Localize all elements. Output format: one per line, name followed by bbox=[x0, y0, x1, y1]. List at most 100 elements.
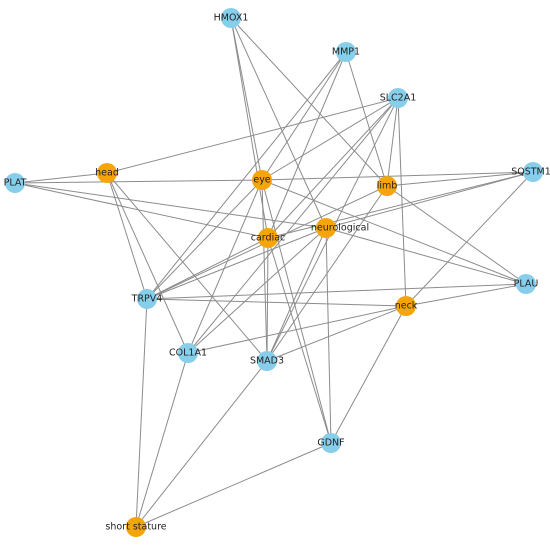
edge-smad3-head bbox=[106, 172, 268, 362]
node-label-neck: neck bbox=[395, 301, 418, 312]
edge-plat-eye bbox=[14, 179, 263, 184]
node-circle-slc2a1 bbox=[388, 88, 408, 108]
edge-trpv4-cardiac bbox=[146, 237, 269, 300]
node-cardiac: cardiac bbox=[251, 228, 286, 248]
edge-sqstm1-neck bbox=[405, 171, 534, 307]
edge-plat-head bbox=[14, 172, 108, 184]
edge-slc2a1-eye bbox=[261, 97, 399, 181]
node-label-sqstm1: SQSTM1 bbox=[511, 167, 550, 178]
edge-smad3-eye bbox=[261, 179, 268, 362]
edge-mmp1-cardiac bbox=[267, 51, 347, 239]
edge-smad3-short-stature bbox=[135, 360, 268, 528]
node-label-trpv4: TRPV4 bbox=[131, 294, 163, 305]
node-neck: neck bbox=[395, 296, 418, 316]
edge-gdnf-eye bbox=[261, 179, 332, 444]
node-circle-head bbox=[97, 163, 117, 183]
node-label-plat: PLAT bbox=[4, 178, 27, 189]
node-circle-cardiac bbox=[258, 228, 278, 248]
edge-plau-trpv4 bbox=[146, 283, 527, 300]
node-plat: PLAT bbox=[4, 173, 27, 193]
node-col1a1: COL1A1 bbox=[169, 343, 207, 363]
edge-sqstm1-eye bbox=[261, 171, 534, 181]
node-sqstm1: SQSTM1 bbox=[511, 162, 550, 182]
edge-hmox1-limb bbox=[230, 17, 388, 187]
edge-plau-eye bbox=[261, 179, 527, 285]
edge-trpv4-short-stature bbox=[135, 298, 148, 528]
node-circle-neurological bbox=[316, 218, 336, 238]
node-label-hmox1: HMOX1 bbox=[214, 13, 249, 24]
node-label-gdnf: GDNF bbox=[317, 438, 344, 449]
node-neurological: neurological bbox=[311, 218, 369, 238]
node-circle-mmp1 bbox=[336, 42, 356, 62]
edge-plau-limb bbox=[386, 185, 527, 285]
node-gdnf: GDNF bbox=[317, 433, 345, 453]
edge-slc2a1-neck bbox=[397, 97, 407, 307]
node-mmp1: MMP1 bbox=[332, 42, 360, 62]
edge-sqstm1-cardiac bbox=[267, 171, 534, 239]
edge-gdnf-neck bbox=[330, 305, 407, 444]
edge-gdnf-cardiac bbox=[267, 237, 332, 444]
edge-gdnf-short-stature bbox=[135, 442, 332, 528]
edge-plat-cardiac bbox=[14, 182, 269, 239]
edge-slc2a1-col1a1 bbox=[187, 97, 399, 354]
node-circle-sqstm1 bbox=[523, 162, 543, 182]
node-label-neurological: neurological bbox=[311, 223, 369, 234]
node-short-stature: short stature bbox=[105, 517, 167, 537]
node-circle-trpv4 bbox=[137, 289, 157, 309]
edge-mmp1-trpv4 bbox=[146, 51, 347, 300]
edge-col1a1-neck bbox=[187, 305, 407, 354]
edge-trpv4-eye bbox=[146, 179, 263, 300]
node-slc2a1: SLC2A1 bbox=[380, 88, 417, 108]
node-label-head: head bbox=[95, 168, 119, 179]
edge-trpv4-neck bbox=[146, 298, 407, 307]
node-label-plau: PLAU bbox=[514, 279, 539, 290]
node-label-smad3: SMAD3 bbox=[250, 356, 284, 367]
node-circle-short-stature bbox=[126, 517, 146, 537]
node-label-mmp1: MMP1 bbox=[332, 47, 360, 58]
node-circle-eye bbox=[252, 170, 272, 190]
edge-plau-neck bbox=[405, 283, 527, 307]
edge-trpv4-head bbox=[106, 172, 148, 300]
edge-slc2a1-head bbox=[106, 97, 399, 174]
edge-gdnf-neurological bbox=[325, 227, 332, 444]
node-label-eye: eye bbox=[253, 175, 270, 186]
node-circle-smad3 bbox=[257, 351, 277, 371]
node-trpv4: TRPV4 bbox=[131, 289, 163, 309]
edge-hmox1-cardiac bbox=[230, 17, 269, 239]
edges-layer bbox=[14, 17, 534, 528]
node-head: head bbox=[95, 163, 119, 183]
edge-smad3-cardiac bbox=[266, 237, 269, 362]
node-circle-limb bbox=[377, 176, 397, 196]
node-circle-plau bbox=[516, 274, 536, 294]
edge-col1a1-eye bbox=[187, 179, 263, 354]
node-circle-col1a1 bbox=[178, 343, 198, 363]
node-label-short-stature: short stature bbox=[105, 522, 166, 533]
edge-smad3-neck bbox=[266, 305, 407, 362]
edge-slc2a1-cardiac bbox=[267, 97, 399, 239]
node-label-slc2a1: SLC2A1 bbox=[380, 93, 417, 104]
edge-trpv4-neurological bbox=[146, 227, 327, 300]
node-circle-neck bbox=[396, 296, 416, 316]
edge-col1a1-short-stature bbox=[135, 352, 189, 528]
node-eye: eye bbox=[252, 170, 272, 190]
edge-smad3-neurological bbox=[266, 227, 327, 362]
edge-col1a1-neurological bbox=[187, 227, 327, 354]
edge-col1a1-head bbox=[106, 172, 189, 354]
edge-plau-neurological bbox=[325, 227, 527, 285]
node-limb: limb bbox=[377, 176, 398, 196]
edge-mmp1-limb bbox=[345, 51, 388, 187]
node-label-limb: limb bbox=[377, 181, 398, 192]
edge-slc2a1-limb bbox=[386, 97, 399, 187]
node-label-col1a1: COL1A1 bbox=[169, 348, 207, 359]
node-label-cardiac: cardiac bbox=[251, 233, 286, 244]
node-circle-hmox1 bbox=[221, 8, 241, 28]
node-hmox1: HMOX1 bbox=[214, 8, 249, 28]
edge-hmox1-neurological bbox=[230, 17, 327, 229]
node-circle-plat bbox=[5, 173, 25, 193]
edge-sqstm1-limb bbox=[386, 171, 534, 187]
edge-plat-neurological bbox=[14, 182, 327, 229]
node-plau: PLAU bbox=[514, 274, 539, 294]
edge-mmp1-eye bbox=[261, 51, 347, 181]
